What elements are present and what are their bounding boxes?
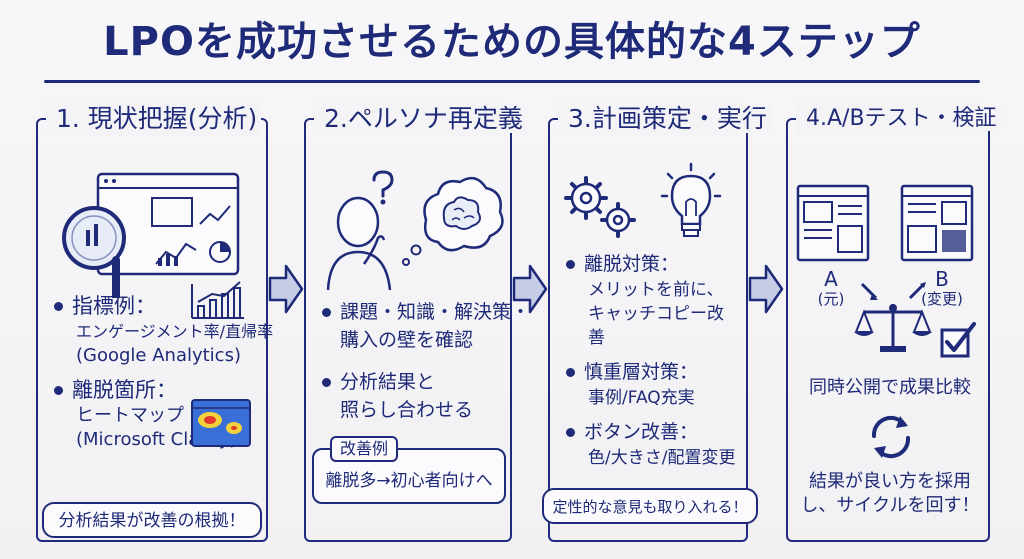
wireframe-a-icon [796,184,870,262]
step-3-item-2: 慎重層対策： 事例/FAQ充実 [566,358,736,410]
improvement-example-box: 改善例 離脱多→初心者向けへ [312,436,506,504]
compare-text: 同時公開で成果比較 [809,377,971,398]
step-2-panel: 2.ペルソナ再定義 課題・知識・解決策・ 購入の壁を確認 分析結果と 照らし合わ [304,102,531,542]
step-1-item-1-line-1: エンゲージメント率/直帰率 [76,322,274,341]
gears-icon [564,176,636,238]
step-3-item-2-line-1: 事例/FAQ充実 [588,388,695,408]
example-text: 離脱多→初心者向けへ [325,471,493,491]
step-3-panel: 3.計画策定・実行 [542,102,771,542]
step-3-item-1-line-1: メリットを前に、 [588,280,724,300]
step-2-item-2-line-1: 照らし合わせる [340,399,474,421]
result-text: 結果が良い方を採用 し、サイクルを回す！ [788,470,992,518]
result-line-2: し、サイクルを回す！ [800,495,980,516]
step-3-conclusion-bubble: 定性的な意見も取り入れる！ [542,488,758,524]
step-1-item-1-head: 指標例： [72,294,156,318]
result-line-1: 結果が良い方を採用 [809,471,971,492]
bar-chart-icon [191,281,244,319]
light-bulb-icon [660,162,722,237]
variant-b-sub: (変更) [921,290,963,308]
magnifier-icon [62,206,126,298]
step-4-panel: 4.A/Bテスト・検証 A (元) B (変更) [786,102,1001,542]
heatmap-icon [191,399,251,447]
wireframe-b-icon [900,184,974,262]
step-2-item-1: 課題・知識・解決策・ 購入の壁を確認 [322,298,531,354]
step-3-item-2-head: 慎重層対策： [584,361,699,383]
step-3-item-1-head: 離脱対策： [584,253,680,275]
variant-a-label: A [824,267,838,291]
step-3-item-3: ボタン改善： 色/大きさ/配置変更 [566,418,736,470]
question-mark-icon [372,170,394,205]
balance-scale-icon [854,282,932,352]
arrow-right-icon [512,264,548,314]
step-2-bullets: 課題・知識・解決策・ 購入の壁を確認 分析結果と 照らし合わせる [322,298,531,432]
dashboard-icon [96,172,240,276]
step-3-bullets: 離脱対策： メリットを前に、 キャッチコピー改善 慎重層対策： 事例/FAQ充実… [566,250,736,478]
step-2-item-1-head: 課題・知識・解決策・ [340,301,531,323]
thinking-person-icon [326,196,392,290]
variant-a-label-group: A (元) [806,268,856,308]
step-1-panel: 1. 現状把握(分析) [36,102,274,542]
step-2-item-1-line-1: 購入の壁を確認 [340,329,474,351]
variant-b-label: B [935,267,949,291]
step-3-item-1-line-2: キャッチコピー改善 [588,304,724,348]
variant-b-label-group: B (変更) [912,268,972,308]
title-underline [44,80,980,83]
arrow-right-icon [268,264,304,314]
step-2-heading: 2.ペルソナ再定義 [314,102,527,136]
variant-a-sub: (元) [817,290,845,308]
step-1-heading: 1. 現状把握(分析) [46,102,262,136]
step-1-item-1: 指標例： エンゲージメント率/直帰率 (Google Analytics) [54,292,274,368]
step-3-item-3-head: ボタン改善： [584,421,699,443]
step-3-item-1: 離脱対策： メリットを前に、 キャッチコピー改善 [566,250,736,350]
checkbox-icon [940,322,976,358]
step-1-conclusion-bubble: 分析結果が改善の根拠！ [42,502,262,538]
title-area: LPOを成功させるための具体的な4ステップ [40,14,984,86]
brain-thought-icon [402,176,504,266]
step-4-heading: 4.A/Bテスト・検証 [796,102,1001,136]
step-3-heading: 3.計画策定・実行 [558,102,771,136]
step-2-item-2-head: 分析結果と [340,371,436,393]
step-1-item-2-line-1: ヒートマップ [76,405,184,426]
refresh-cycle-icon [871,415,911,459]
page-title: LPOを成功させるための具体的な4ステップ [103,19,921,65]
step-3-item-3-line-1: 色/大きさ/配置変更 [588,448,736,468]
step-1-item-2-head: 離脱箇所： [72,378,177,402]
arrow-right-icon [748,264,784,314]
example-label: 改善例 [330,436,399,462]
step-2-item-2: 分析結果と 照らし合わせる [322,368,500,424]
step-1-item-1-line-2: (Google Analytics) [76,345,241,366]
